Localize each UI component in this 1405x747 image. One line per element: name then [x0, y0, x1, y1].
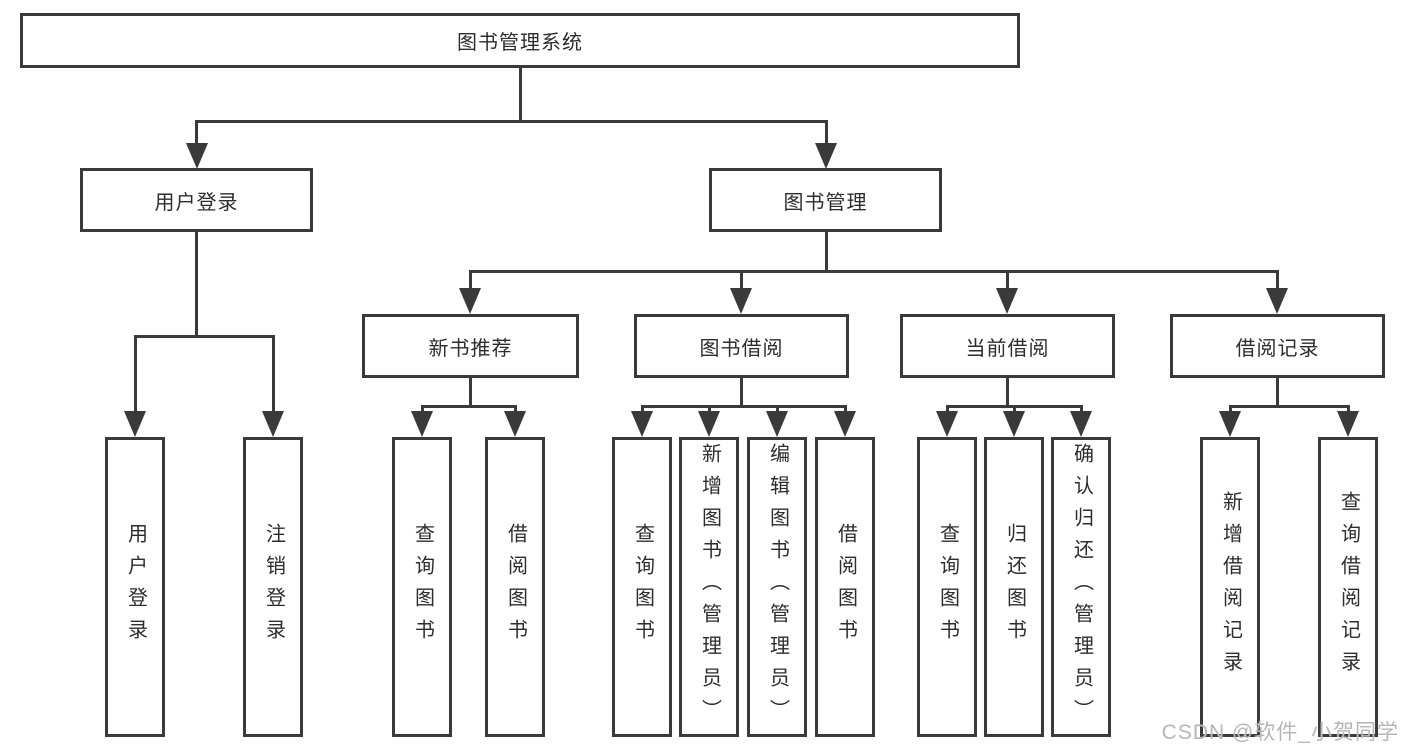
arrow-down-icon	[631, 411, 653, 437]
arrow-down-icon	[815, 143, 837, 169]
connector-line	[1012, 405, 1016, 415]
arrow-down-icon	[1070, 411, 1092, 437]
arrow-down-icon	[730, 288, 752, 314]
arrow-down-icon	[411, 411, 433, 437]
node-label: 借阅记录	[1235, 337, 1320, 360]
node-label: 用户登录	[154, 191, 239, 214]
leaf-label: 新增图书（管理员）	[698, 443, 721, 731]
csdn-watermark: CSDN @软件_小贺同学	[1161, 721, 1399, 744]
leaf-label: 查询图书	[936, 523, 959, 651]
leaf-return-books: 归还图书	[984, 437, 1044, 737]
connector-line	[1079, 405, 1083, 415]
node-current-borrowing: 当前借阅	[900, 314, 1115, 378]
connector-line	[195, 120, 828, 123]
arrow-down-icon	[185, 143, 208, 169]
leaf-confirm-return-admin: 确认归还（管理员）	[1051, 437, 1111, 737]
connector-line	[824, 232, 828, 270]
connector-line	[468, 377, 472, 405]
connector-line	[1275, 270, 1279, 290]
connector-line	[707, 405, 711, 415]
leaf-label: 编辑图书（管理员）	[766, 443, 789, 731]
leaf-label: 查询借阅记录	[1337, 491, 1360, 683]
connector-line	[739, 270, 743, 290]
arrow-down-icon	[834, 411, 856, 437]
connector-line	[133, 335, 137, 413]
leaf-query-borrow-record: 查询借阅记录	[1318, 437, 1378, 737]
connector-line	[468, 270, 472, 290]
connector-line	[1228, 405, 1350, 408]
arrow-down-icon	[262, 411, 284, 437]
connector-line	[133, 335, 275, 338]
leaf-query-books-recommend: 查询图书	[392, 437, 452, 737]
connector-line	[843, 405, 847, 415]
node-book-management: 图书管理	[709, 168, 942, 232]
leaf-label: 归还图书	[1003, 523, 1026, 651]
arrow-down-icon	[504, 411, 526, 437]
node-label: 当前借阅	[965, 337, 1050, 360]
connector-line	[824, 120, 828, 148]
arrow-down-icon	[698, 411, 720, 437]
connector-line	[420, 405, 517, 408]
node-library-management-system: 图书管理系统	[20, 13, 1020, 68]
connector-line	[945, 405, 949, 415]
connector-line	[513, 405, 517, 415]
leaf-query-books-current: 查询图书	[917, 437, 977, 737]
arrow-down-icon	[1337, 411, 1359, 437]
arrow-down-icon	[996, 288, 1018, 314]
leaf-label: 查询图书	[631, 523, 654, 651]
connector-line	[775, 405, 779, 415]
leaf-label: 查询图书	[411, 523, 434, 651]
node-borrowing-records: 借阅记录	[1170, 314, 1385, 378]
node-user-login: 用户登录	[80, 168, 313, 232]
leaf-label: 借阅图书	[834, 523, 857, 651]
arrow-down-icon	[936, 411, 958, 437]
leaf-label: 确认归还（管理员）	[1070, 443, 1093, 731]
arrow-down-icon	[124, 411, 146, 437]
leaf-label: 注销登录	[262, 523, 285, 651]
arrow-down-icon	[1266, 288, 1288, 314]
node-book-borrowing: 图书借阅	[634, 314, 849, 378]
connector-line	[1275, 377, 1279, 405]
arrow-down-icon	[1219, 411, 1241, 437]
connector-line	[468, 270, 1279, 273]
leaf-user-login: 用户登录	[105, 437, 165, 737]
node-new-book-recommend: 新书推荐	[362, 314, 579, 378]
node-label: 图书借阅	[699, 337, 784, 360]
node-label: 新书推荐	[428, 337, 513, 360]
connector-line	[518, 68, 522, 120]
leaf-label: 新增借阅记录	[1219, 491, 1242, 683]
leaf-add-book-admin: 新增图书（管理员）	[679, 437, 739, 737]
leaf-borrow-books-borrowing: 借阅图书	[815, 437, 875, 737]
connector-line	[420, 405, 424, 415]
connector-line	[195, 120, 198, 148]
connector-line	[640, 405, 644, 415]
leaf-query-books-borrowing: 查询图书	[612, 437, 672, 737]
connector-line	[739, 377, 743, 405]
connector-line	[195, 232, 198, 335]
connector-line	[1005, 270, 1009, 290]
arrow-down-icon	[766, 411, 788, 437]
arrow-down-icon	[459, 288, 481, 314]
node-label: 图书管理系统	[457, 32, 583, 54]
connector-line	[1228, 405, 1232, 415]
leaf-borrow-books-recommend: 借阅图书	[485, 437, 545, 737]
arrow-down-icon	[1003, 411, 1025, 437]
connector-line	[1005, 377, 1009, 405]
connector-line	[640, 405, 847, 408]
leaf-edit-book-admin: 编辑图书（管理员）	[747, 437, 807, 737]
connector-line	[271, 335, 275, 413]
connector-line	[1346, 405, 1350, 415]
leaf-add-borrow-record: 新增借阅记录	[1200, 437, 1260, 737]
leaf-label: 借阅图书	[504, 523, 527, 651]
node-label: 图书管理	[783, 191, 868, 214]
leaf-label: 用户登录	[124, 523, 147, 651]
leaf-logout: 注销登录	[243, 437, 303, 737]
